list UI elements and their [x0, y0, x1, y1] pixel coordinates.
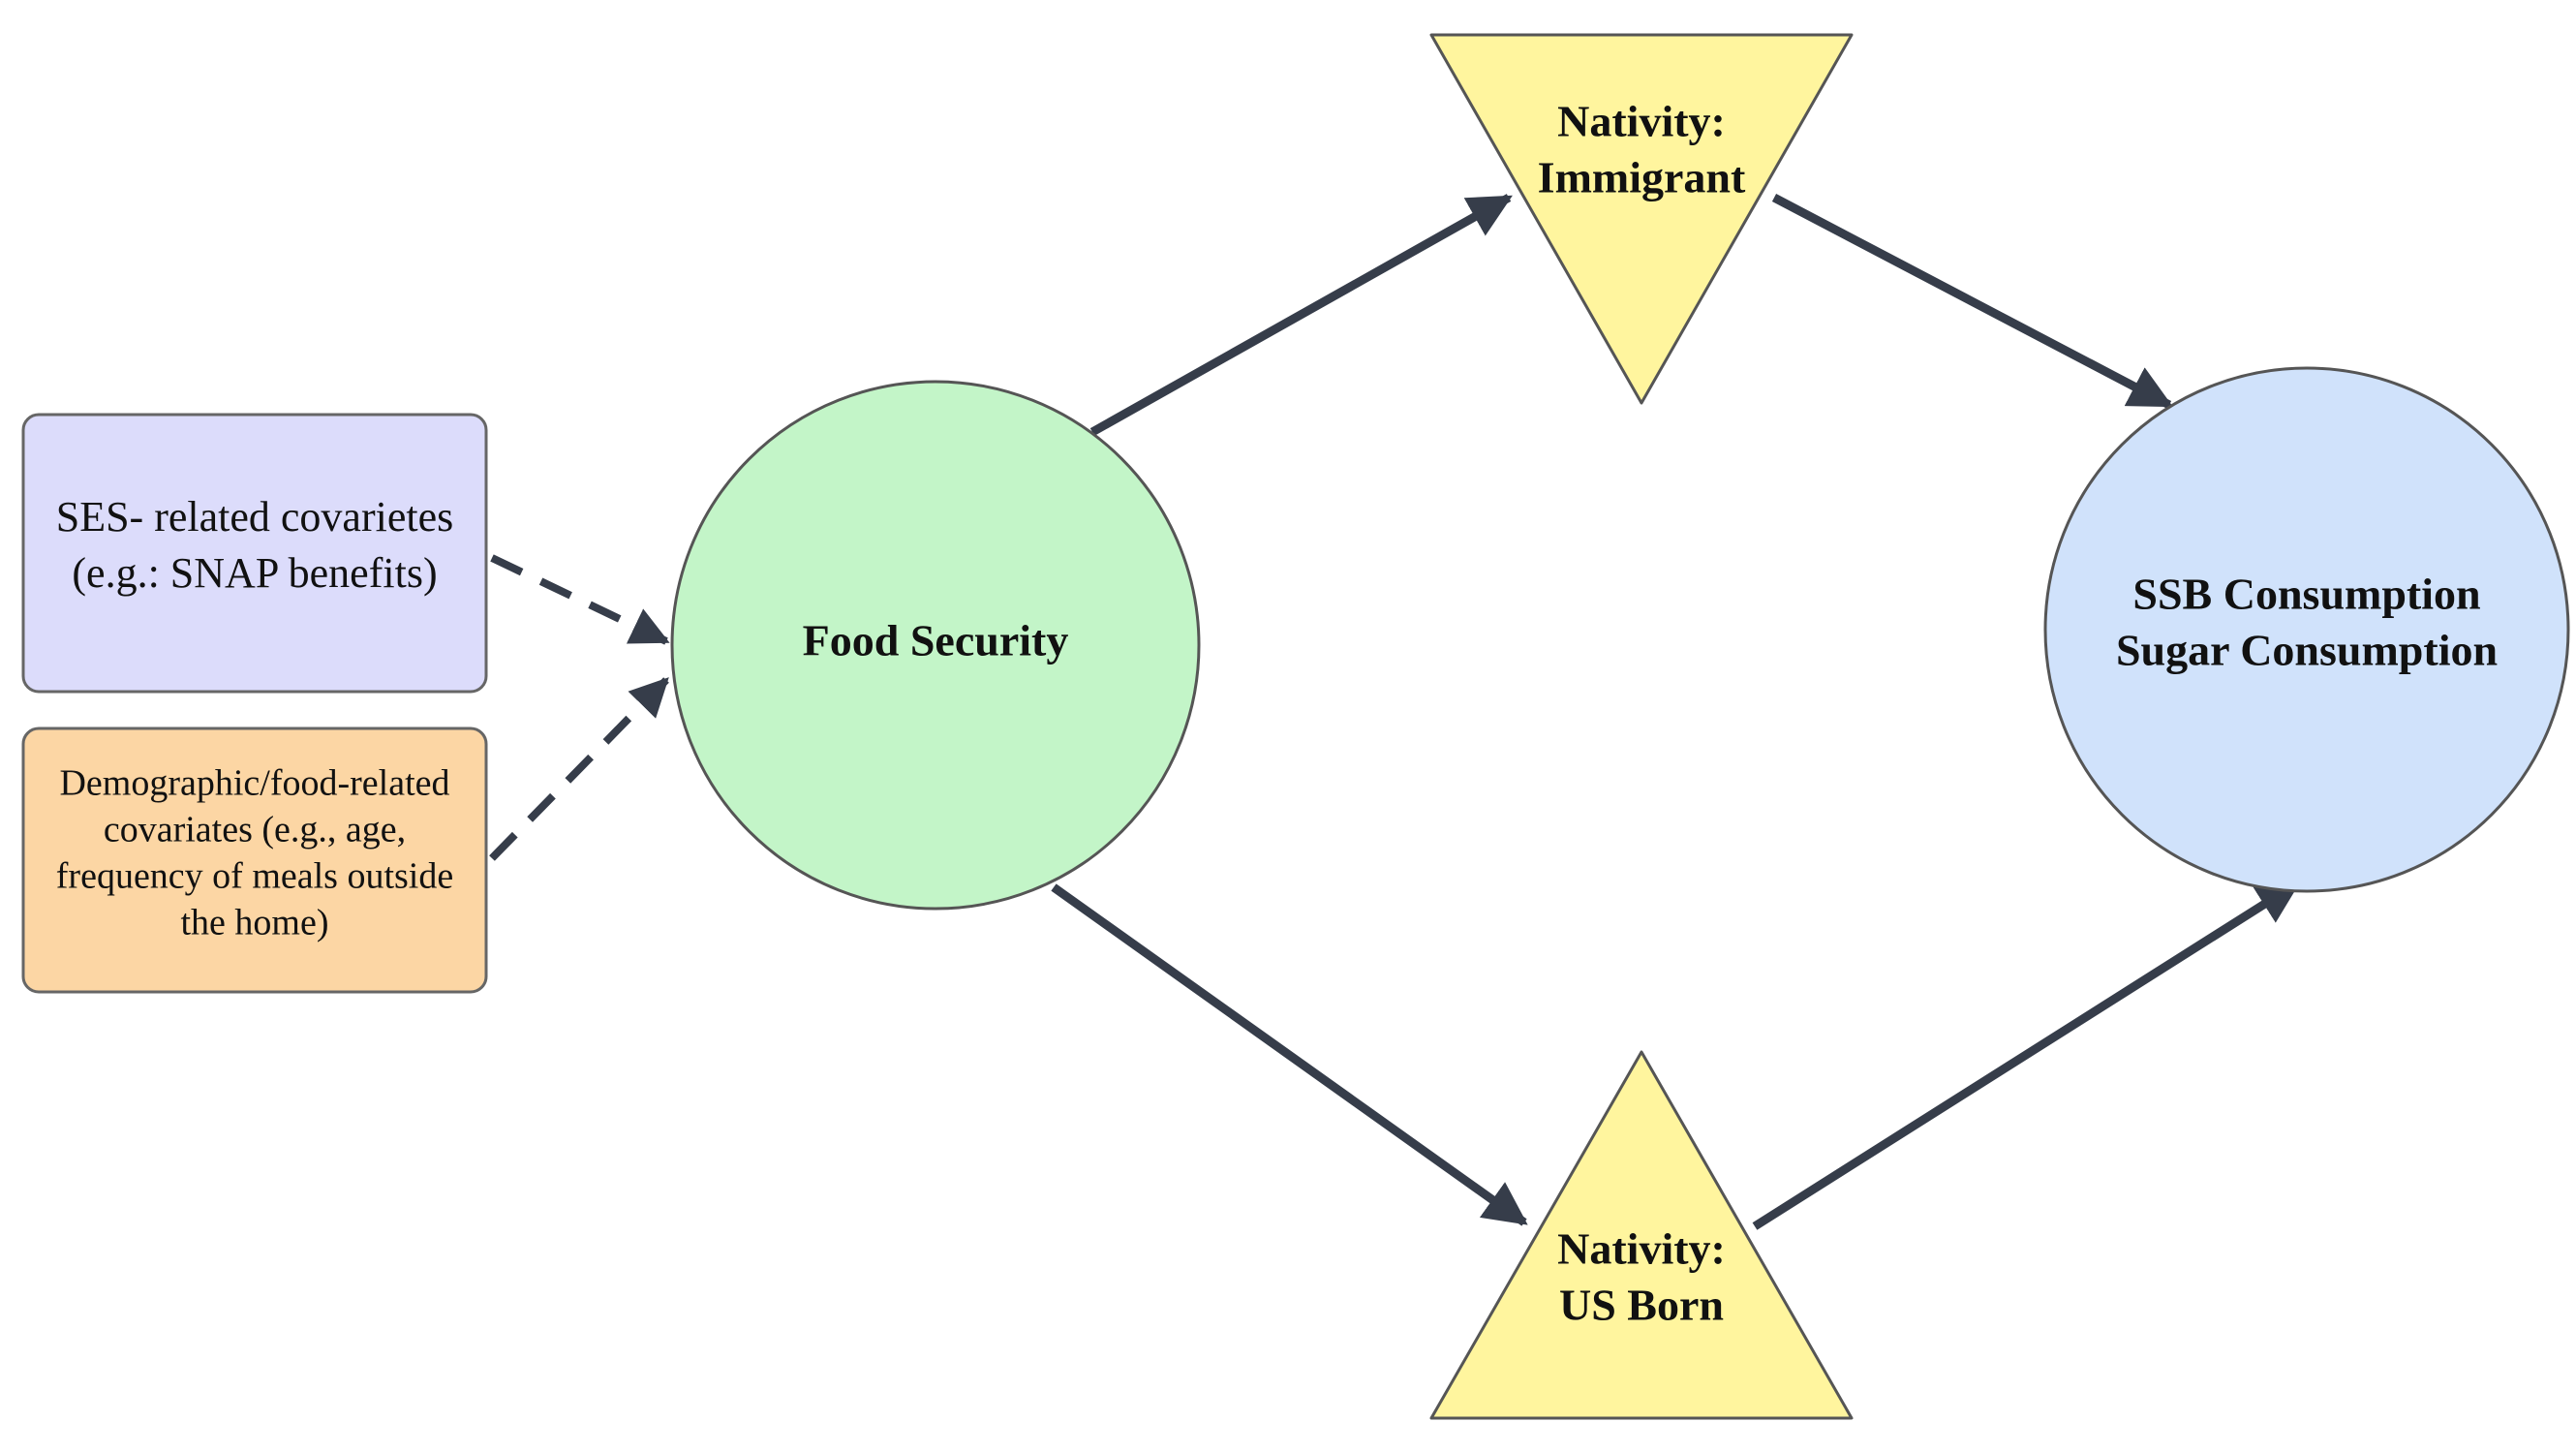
node-demographic-covariates: Demographic/food-related covariates (e.g… [21, 726, 488, 994]
demographic-covariates-line3: frequency of meals outside [56, 856, 453, 897]
ses-covariates-line2: (e.g.: SNAP benefits) [72, 549, 437, 597]
demographic-covariates-line4: the home) [180, 903, 328, 943]
edge-ses-to-food-security [490, 554, 670, 645]
edge-food-security-to-us-born [1051, 883, 1528, 1226]
ses-covariates-line1: SES- related covarietes [56, 493, 454, 541]
demographic-covariates-line1: Demographic/food-related [59, 763, 449, 804]
outcome-label-line1: SSB Consumption [2132, 570, 2480, 619]
outcome-circle [2043, 366, 2570, 893]
edge-food-security-to-immigrant [1089, 194, 1513, 436]
edge-immigrant-to-outcome [1771, 194, 2173, 409]
ses-covariates-box [21, 413, 488, 694]
demographic-covariates-box [21, 726, 488, 994]
node-outcome: SSB Consumption Sugar Consumption [2043, 366, 2570, 893]
us-born-triangle [1429, 1050, 1854, 1420]
immigrant-label-line1: Nativity: [1557, 97, 1726, 146]
node-ses-covariates: SES- related covarietes (e.g.: SNAP bene… [21, 413, 488, 694]
us-born-label-line1: Nativity: [1557, 1224, 1726, 1274]
immigrant-label-line2: Immigrant [1538, 153, 1746, 202]
immigrant-triangle [1429, 33, 1854, 405]
demographic-covariates-line2: covariates (e.g., age, [104, 810, 406, 850]
us-born-label-line2: US Born [1559, 1281, 1724, 1330]
node-nativity-immigrant: Nativity: Immigrant [1429, 33, 1854, 405]
node-food-security: Food Security [670, 380, 1201, 911]
food-security-circle [670, 380, 1201, 911]
outcome-label-line2: Sugar Consumption [2116, 626, 2498, 675]
edge-demographic-to-food-security [489, 677, 669, 861]
food-security-label: Food Security [803, 616, 1069, 665]
node-nativity-us-born: Nativity: US Born [1429, 1050, 1854, 1420]
edges [489, 194, 2301, 1230]
edge-us-born-to-outcome [1752, 880, 2301, 1230]
